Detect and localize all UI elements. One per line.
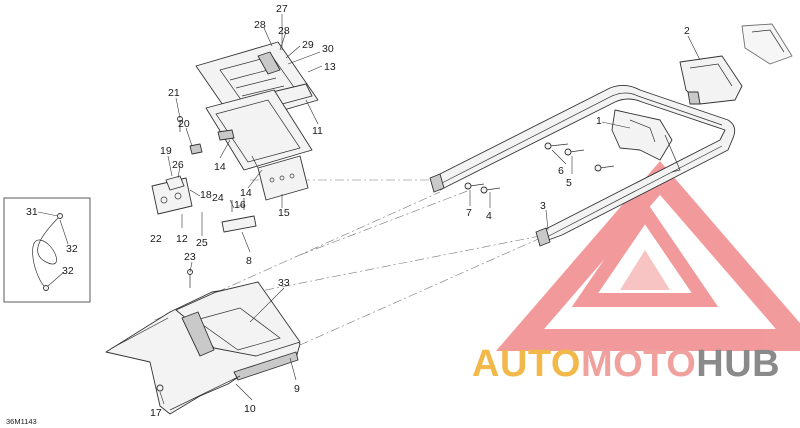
leader-lines xyxy=(37,14,701,405)
callout-23: 23 xyxy=(184,251,196,263)
diagram-code: 36M1143 xyxy=(6,417,37,426)
callout-12: 12 xyxy=(176,233,188,245)
callout-33: 33 xyxy=(278,277,290,289)
callout-9: 9 xyxy=(294,383,300,395)
callout-24: 24 xyxy=(212,192,224,204)
callout-29: 29 xyxy=(302,39,314,51)
callout-31: 31 xyxy=(26,206,38,218)
callout-14: 14 xyxy=(214,161,226,173)
callout-2: 2 xyxy=(684,25,690,37)
watermark-auto: AUTO xyxy=(472,343,581,385)
callout-15: 15 xyxy=(278,207,290,219)
callout-26: 26 xyxy=(172,159,184,171)
frame-bolts xyxy=(464,142,615,194)
callout-3: 3 xyxy=(540,200,546,212)
callout-1: 1 xyxy=(596,115,602,127)
hitch-bracket xyxy=(679,23,793,105)
callout-21: 21 xyxy=(168,87,180,99)
callout-32: 32 xyxy=(62,265,74,277)
callout-10: 10 xyxy=(244,403,256,415)
callout-8: 8 xyxy=(246,255,252,267)
callout-11: 11 xyxy=(312,125,323,137)
callout-13: 13 xyxy=(324,61,336,73)
callout-30: 30 xyxy=(322,43,334,55)
light-bracket xyxy=(151,116,257,233)
callout-6: 6 xyxy=(558,165,564,177)
callout-17: 17 xyxy=(150,407,162,419)
callout-25: 25 xyxy=(196,237,208,249)
callout-27: 27 xyxy=(276,3,288,15)
callout-28: 28 xyxy=(278,25,290,37)
callouts: 27 28 28 29 30 13 11 21 20 19 26 14 14 1… xyxy=(6,3,690,426)
callout-22: 22 xyxy=(150,233,162,245)
rear-bumper-frame xyxy=(429,85,736,247)
watermark-text: AUTOMOTOHUB xyxy=(472,343,780,385)
callout-5: 5 xyxy=(566,177,572,189)
license-plate-bracket xyxy=(257,155,309,201)
wiring-harness xyxy=(3,197,91,303)
callout-18: 18 xyxy=(200,189,212,201)
callout-14: 14 xyxy=(240,187,252,199)
svg-text:AUTOMOTOHUB: AUTOMOTOHUB xyxy=(472,343,780,385)
callout-16: 16 xyxy=(234,199,246,211)
watermark-logo xyxy=(495,161,800,351)
rear-fender xyxy=(105,269,301,415)
callout-7: 7 xyxy=(466,207,472,219)
mid-bracket xyxy=(205,89,313,177)
callout-20: 20 xyxy=(178,118,190,130)
callout-32: 32 xyxy=(66,243,78,255)
callout-19: 19 xyxy=(160,145,172,157)
callout-28: 28 xyxy=(254,19,266,31)
watermark-moto: MOTO xyxy=(581,343,696,385)
callout-4: 4 xyxy=(486,210,492,222)
watermark-hub: HUB xyxy=(696,343,780,385)
